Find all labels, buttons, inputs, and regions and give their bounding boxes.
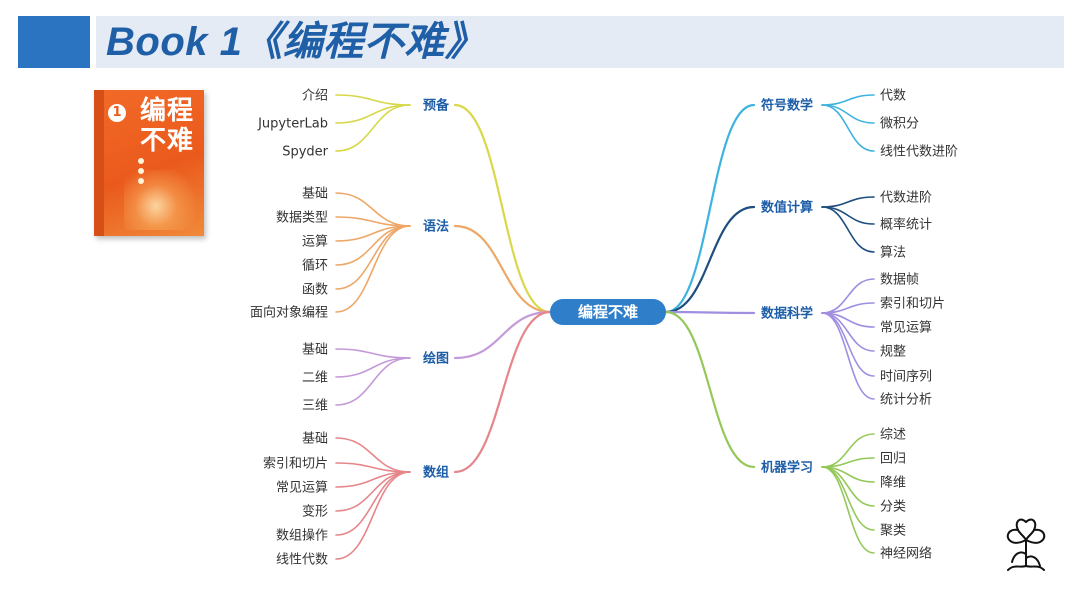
leaf-link [821,104,875,152]
leaf-label: 基础 [302,432,328,447]
leaf-link [335,225,411,266]
book-spine [94,90,104,236]
branch-label: 数值计算 [761,200,813,216]
leaf-link [821,94,875,106]
leaf-link [335,104,411,152]
leaf-label: 神经网络 [880,546,932,562]
iris-flower-icon [1006,518,1046,571]
leaf-label: 索引和切片 [263,457,328,472]
leaf-label: 二维 [302,371,328,386]
branch-link [664,205,756,314]
leaf-link [821,312,875,377]
branch-link [453,310,552,360]
leaf-label: 面向对象编程 [250,305,328,321]
mind-map-labels: 预备介绍JupyterLabSpyder语法基础数据类型运算循环函数面向对象编程… [250,89,958,568]
leaf-label: 介绍 [302,89,328,104]
leaf-label: 算法 [880,246,906,261]
leaf-link [821,104,875,124]
leaf-label: 统计分析 [880,393,932,408]
leaf-label: 数据类型 [276,211,328,226]
leaf-label: 索引和切片 [880,297,945,312]
leaf-label: 时间序列 [880,370,932,385]
branch-link [664,310,756,469]
branch-label: 符号数学 [761,98,813,114]
branch-label: 数组 [423,465,449,481]
header-bar [96,16,1064,68]
leaf-label: 代数进阶 [880,191,932,206]
leaf-label: 分类 [880,500,906,515]
center-node: 编程不难 [550,299,666,325]
leaf-label: 微积分 [880,117,919,132]
book-cover-graphic [124,170,204,230]
leaf-link [335,94,411,106]
leaf-link [335,357,411,378]
branch-link [453,224,552,314]
leaf-label: 代数 [880,89,906,104]
mind-map-links [335,94,875,560]
leaf-label: 函数 [302,283,328,298]
leaf-link [821,466,875,531]
leaf-label: JupyterLab [257,117,328,132]
leaf-label: Spyder [282,145,328,160]
branch-label: 机器学习 [761,460,813,476]
leaf-label: 常见运算 [276,481,328,496]
leaf-link [335,225,411,313]
center-node-label: 编程不难 [578,303,638,321]
leaf-label: 回归 [880,452,906,467]
branch-link [453,103,552,314]
leaf-label: 常见运算 [880,321,932,336]
center-node-pill [550,299,666,325]
book-cover-dot [138,178,144,184]
leaf-link [335,471,411,512]
branch-label: 语法 [423,219,449,235]
leaf-link [821,466,875,554]
page-title: Book 1《编程不难》 [106,20,486,64]
leaf-label: 基础 [302,187,328,202]
leaf-link [335,471,411,536]
branch-label: 预备 [423,98,450,114]
branch-link [453,310,552,474]
leaf-link [821,196,875,208]
leaf-label: 三维 [302,399,328,414]
book-cover-image: 1 编程不难 [94,90,204,236]
leaf-link [821,206,875,253]
header-accent-square [18,16,90,68]
branch-link [664,310,756,315]
leaf-label: 降维 [880,476,906,491]
leaf-label: 数据帧 [880,273,919,288]
leaf-label: 循环 [302,259,328,274]
leaf-label: 基础 [302,343,328,358]
leaf-label: 线性代数进阶 [880,145,958,160]
leaf-link [335,471,411,560]
book-number-badge: 1 [108,104,126,122]
book-cover-dot [138,168,144,174]
leaf-link [821,312,875,400]
leaf-label: 规整 [880,345,906,360]
branch-link [664,103,756,314]
leaf-link [335,348,411,359]
leaf-link [335,225,411,290]
leaf-label: 数组操作 [276,528,328,544]
book-cover-title: 编程不难 [140,96,195,156]
leaf-label: 概率统计 [880,217,932,233]
leaf-label: 运算 [302,235,328,250]
leaf-link [335,104,411,124]
leaf-label: 变形 [302,504,328,520]
leaf-label: 聚类 [880,524,906,539]
leaf-label: 综述 [880,428,906,443]
branch-label: 数据科学 [761,306,813,322]
branch-label: 绘图 [423,351,449,367]
leaf-label: 线性代数 [276,553,328,568]
leaf-link [335,357,411,406]
leaf-link [821,206,875,225]
book-cover-dot [138,158,144,164]
